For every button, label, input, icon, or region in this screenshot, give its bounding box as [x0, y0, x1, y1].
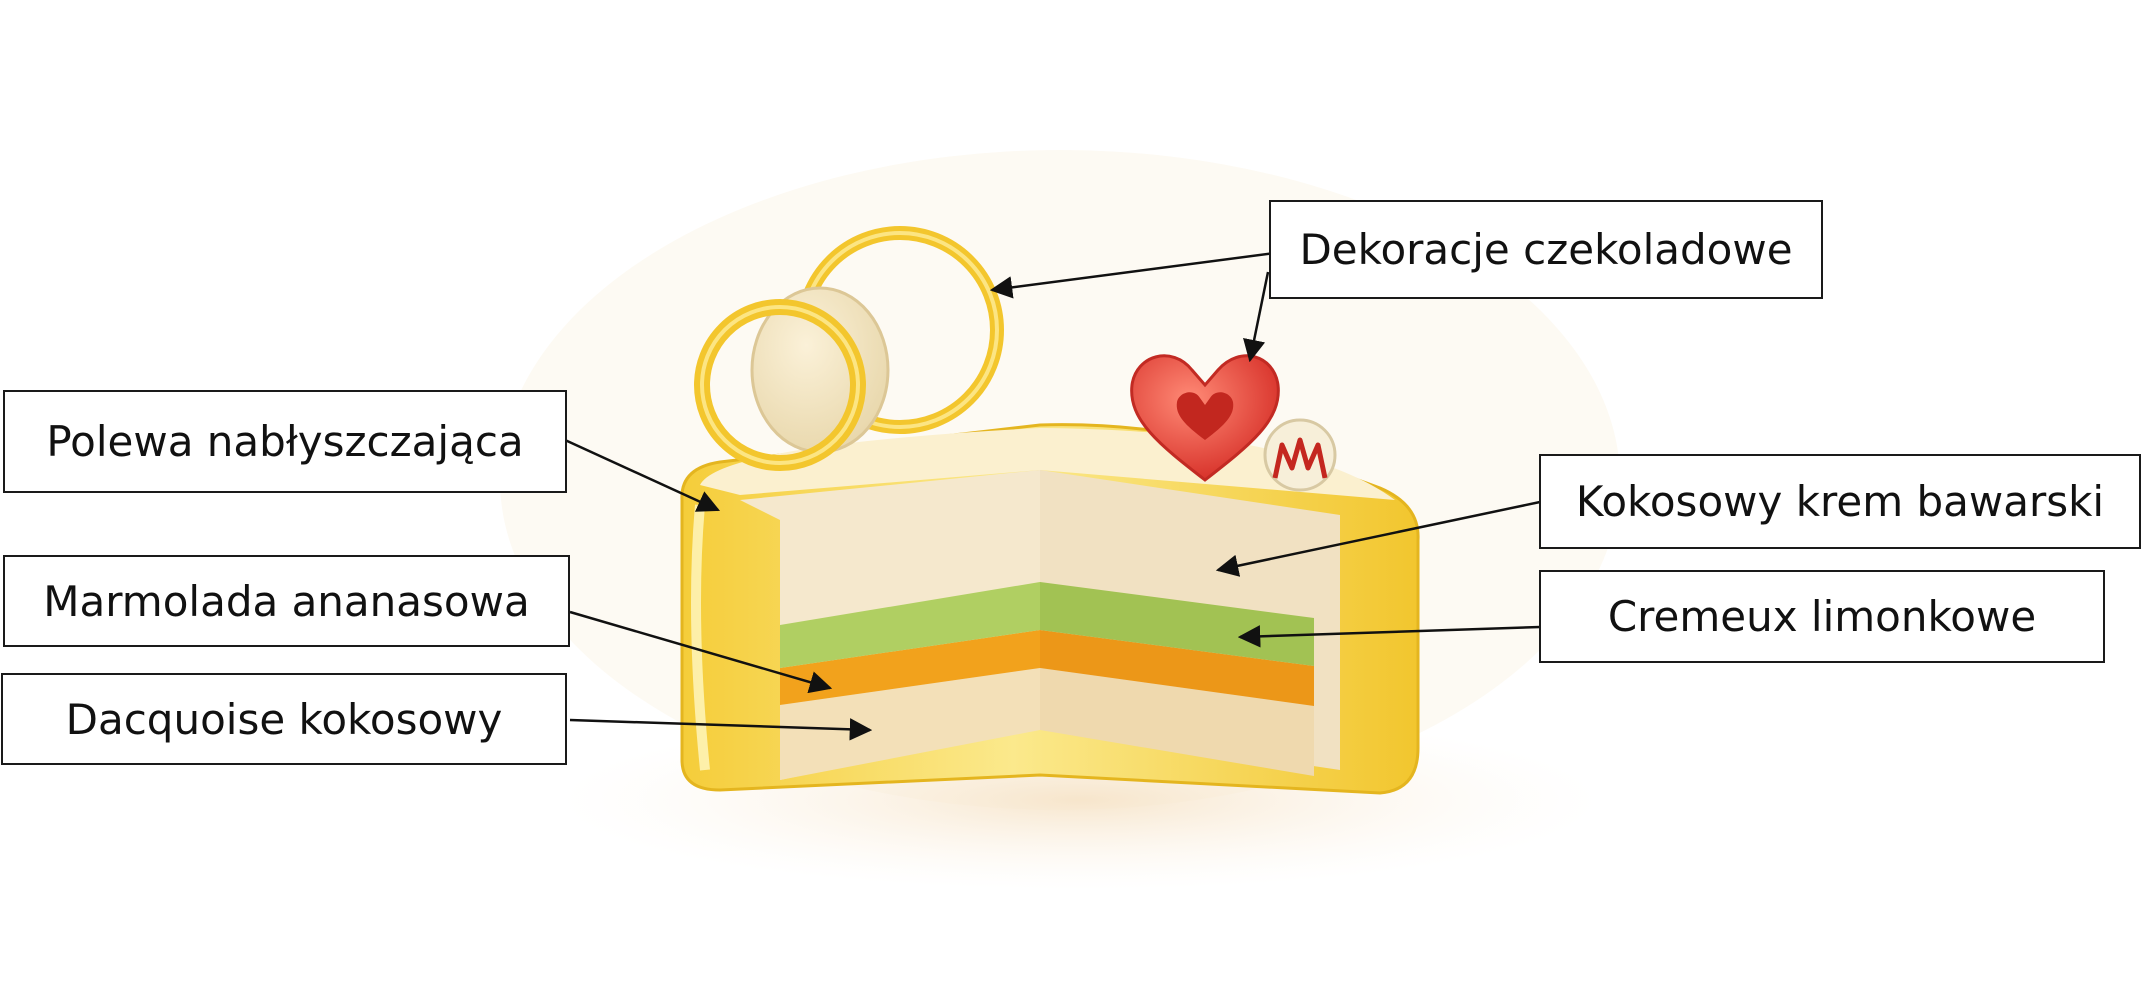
label-marmalade: Marmolada ananasowa	[3, 555, 570, 647]
leader-marmalade	[569, 610, 833, 694]
dacquoise-layer-right	[1040, 668, 1314, 776]
label-glaze: Polewa nabłyszczająca	[3, 390, 567, 493]
leader-cremeux	[1237, 625, 1541, 648]
disc-red-pattern	[1272, 437, 1328, 479]
pineapple-layer-right	[1040, 630, 1314, 706]
leader-bavarian	[1215, 500, 1541, 577]
pineapple-layer	[780, 630, 1040, 705]
small-chocolate-ring-shine	[700, 305, 860, 465]
lime-layer	[780, 582, 1040, 668]
heart-inner	[1176, 392, 1234, 440]
leader-glaze	[564, 438, 721, 512]
label-decorations: Dekoracje czekoladowe	[1269, 200, 1823, 299]
label-dacquoise: Dacquoise kokosowy	[1, 673, 567, 765]
glaze-highlight	[691, 504, 710, 771]
dacquoise-layer	[780, 668, 1040, 780]
leader-decorations-heart	[1243, 271, 1270, 363]
leader-decorations-ring	[989, 251, 1276, 299]
white-chocolate-disc-icon	[1263, 418, 1337, 492]
label-bavarian: Kokosowy krem bawarski	[1539, 454, 2141, 549]
label-cremeux: Cremeux limonkowe	[1539, 570, 2105, 663]
leader-dacquoise	[569, 718, 873, 741]
